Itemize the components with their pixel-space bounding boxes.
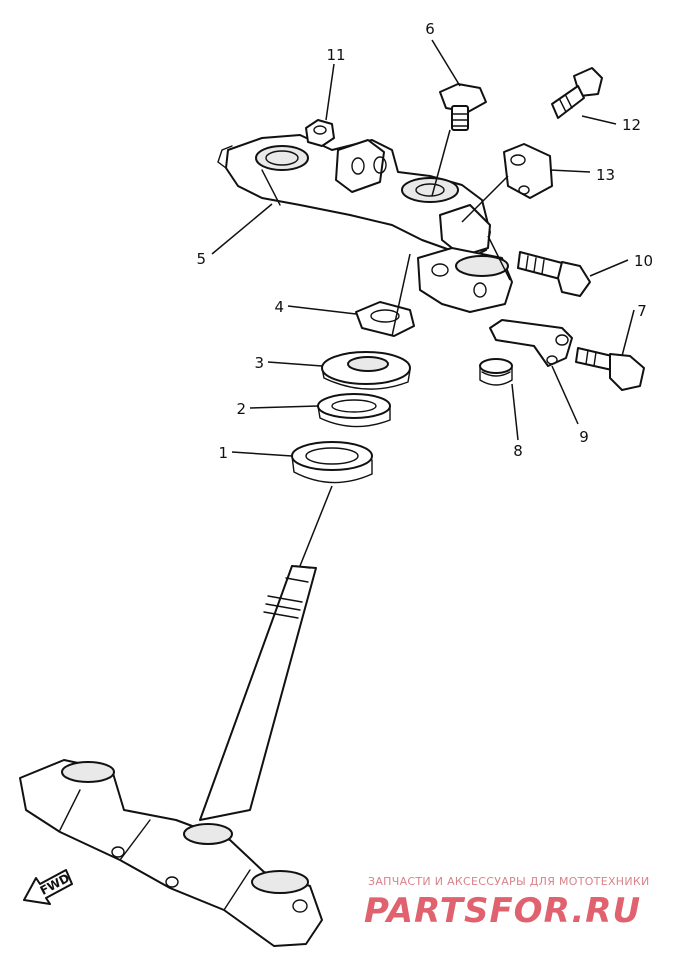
upper-bracket (217, 134, 491, 259)
callout-1: 1 (218, 444, 228, 462)
washer-part-3 (321, 351, 411, 390)
watermark-logo: PARTSFOR.RU (364, 891, 641, 931)
bolt-part-10 (517, 251, 591, 297)
callout-12: 12 (622, 116, 641, 134)
callout-5: 5 (196, 250, 206, 268)
callout-13: 13 (596, 166, 615, 184)
ring-nut-part-4 (355, 301, 415, 337)
nut-part-11 (305, 119, 335, 147)
callout-labels: 1 2 3 4 5 6 7 8 9 10 11 12 13 (196, 20, 653, 462)
bolt-part-7 (575, 347, 645, 391)
watermark-tagline: ЗАПЧАСТИ И АКСЕССУАРЫ ДЛЯ МОТОТЕХНИКИ (368, 875, 650, 888)
leader-lines (211, 39, 635, 567)
clamp-block (417, 247, 513, 313)
watermark: ЗАПЧАСТИ И АКСЕССУАРЫ ДЛЯ МОТОТЕХНИКИ PA… (364, 875, 650, 931)
fwd-arrow: FWD (23, 869, 73, 905)
callout-6: 6 (425, 20, 435, 38)
callout-9: 9 (579, 428, 589, 446)
bearing-part-2 (317, 393, 391, 428)
callout-2: 2 (236, 400, 246, 418)
holder-part-13 (503, 143, 553, 199)
callout-10: 10 (634, 252, 653, 270)
bolt-part-6 (439, 83, 487, 131)
bolt-part-12 (551, 67, 603, 119)
callout-8: 8 (513, 442, 523, 460)
callout-4: 4 (274, 298, 284, 316)
callout-7: 7 (637, 302, 647, 320)
race-part-1 (291, 441, 373, 484)
steering-stem (19, 565, 323, 947)
callout-3: 3 (254, 354, 264, 372)
callout-11: 11 (326, 46, 345, 64)
stay-part-9 (489, 319, 573, 367)
spring-part-8 (479, 358, 513, 386)
